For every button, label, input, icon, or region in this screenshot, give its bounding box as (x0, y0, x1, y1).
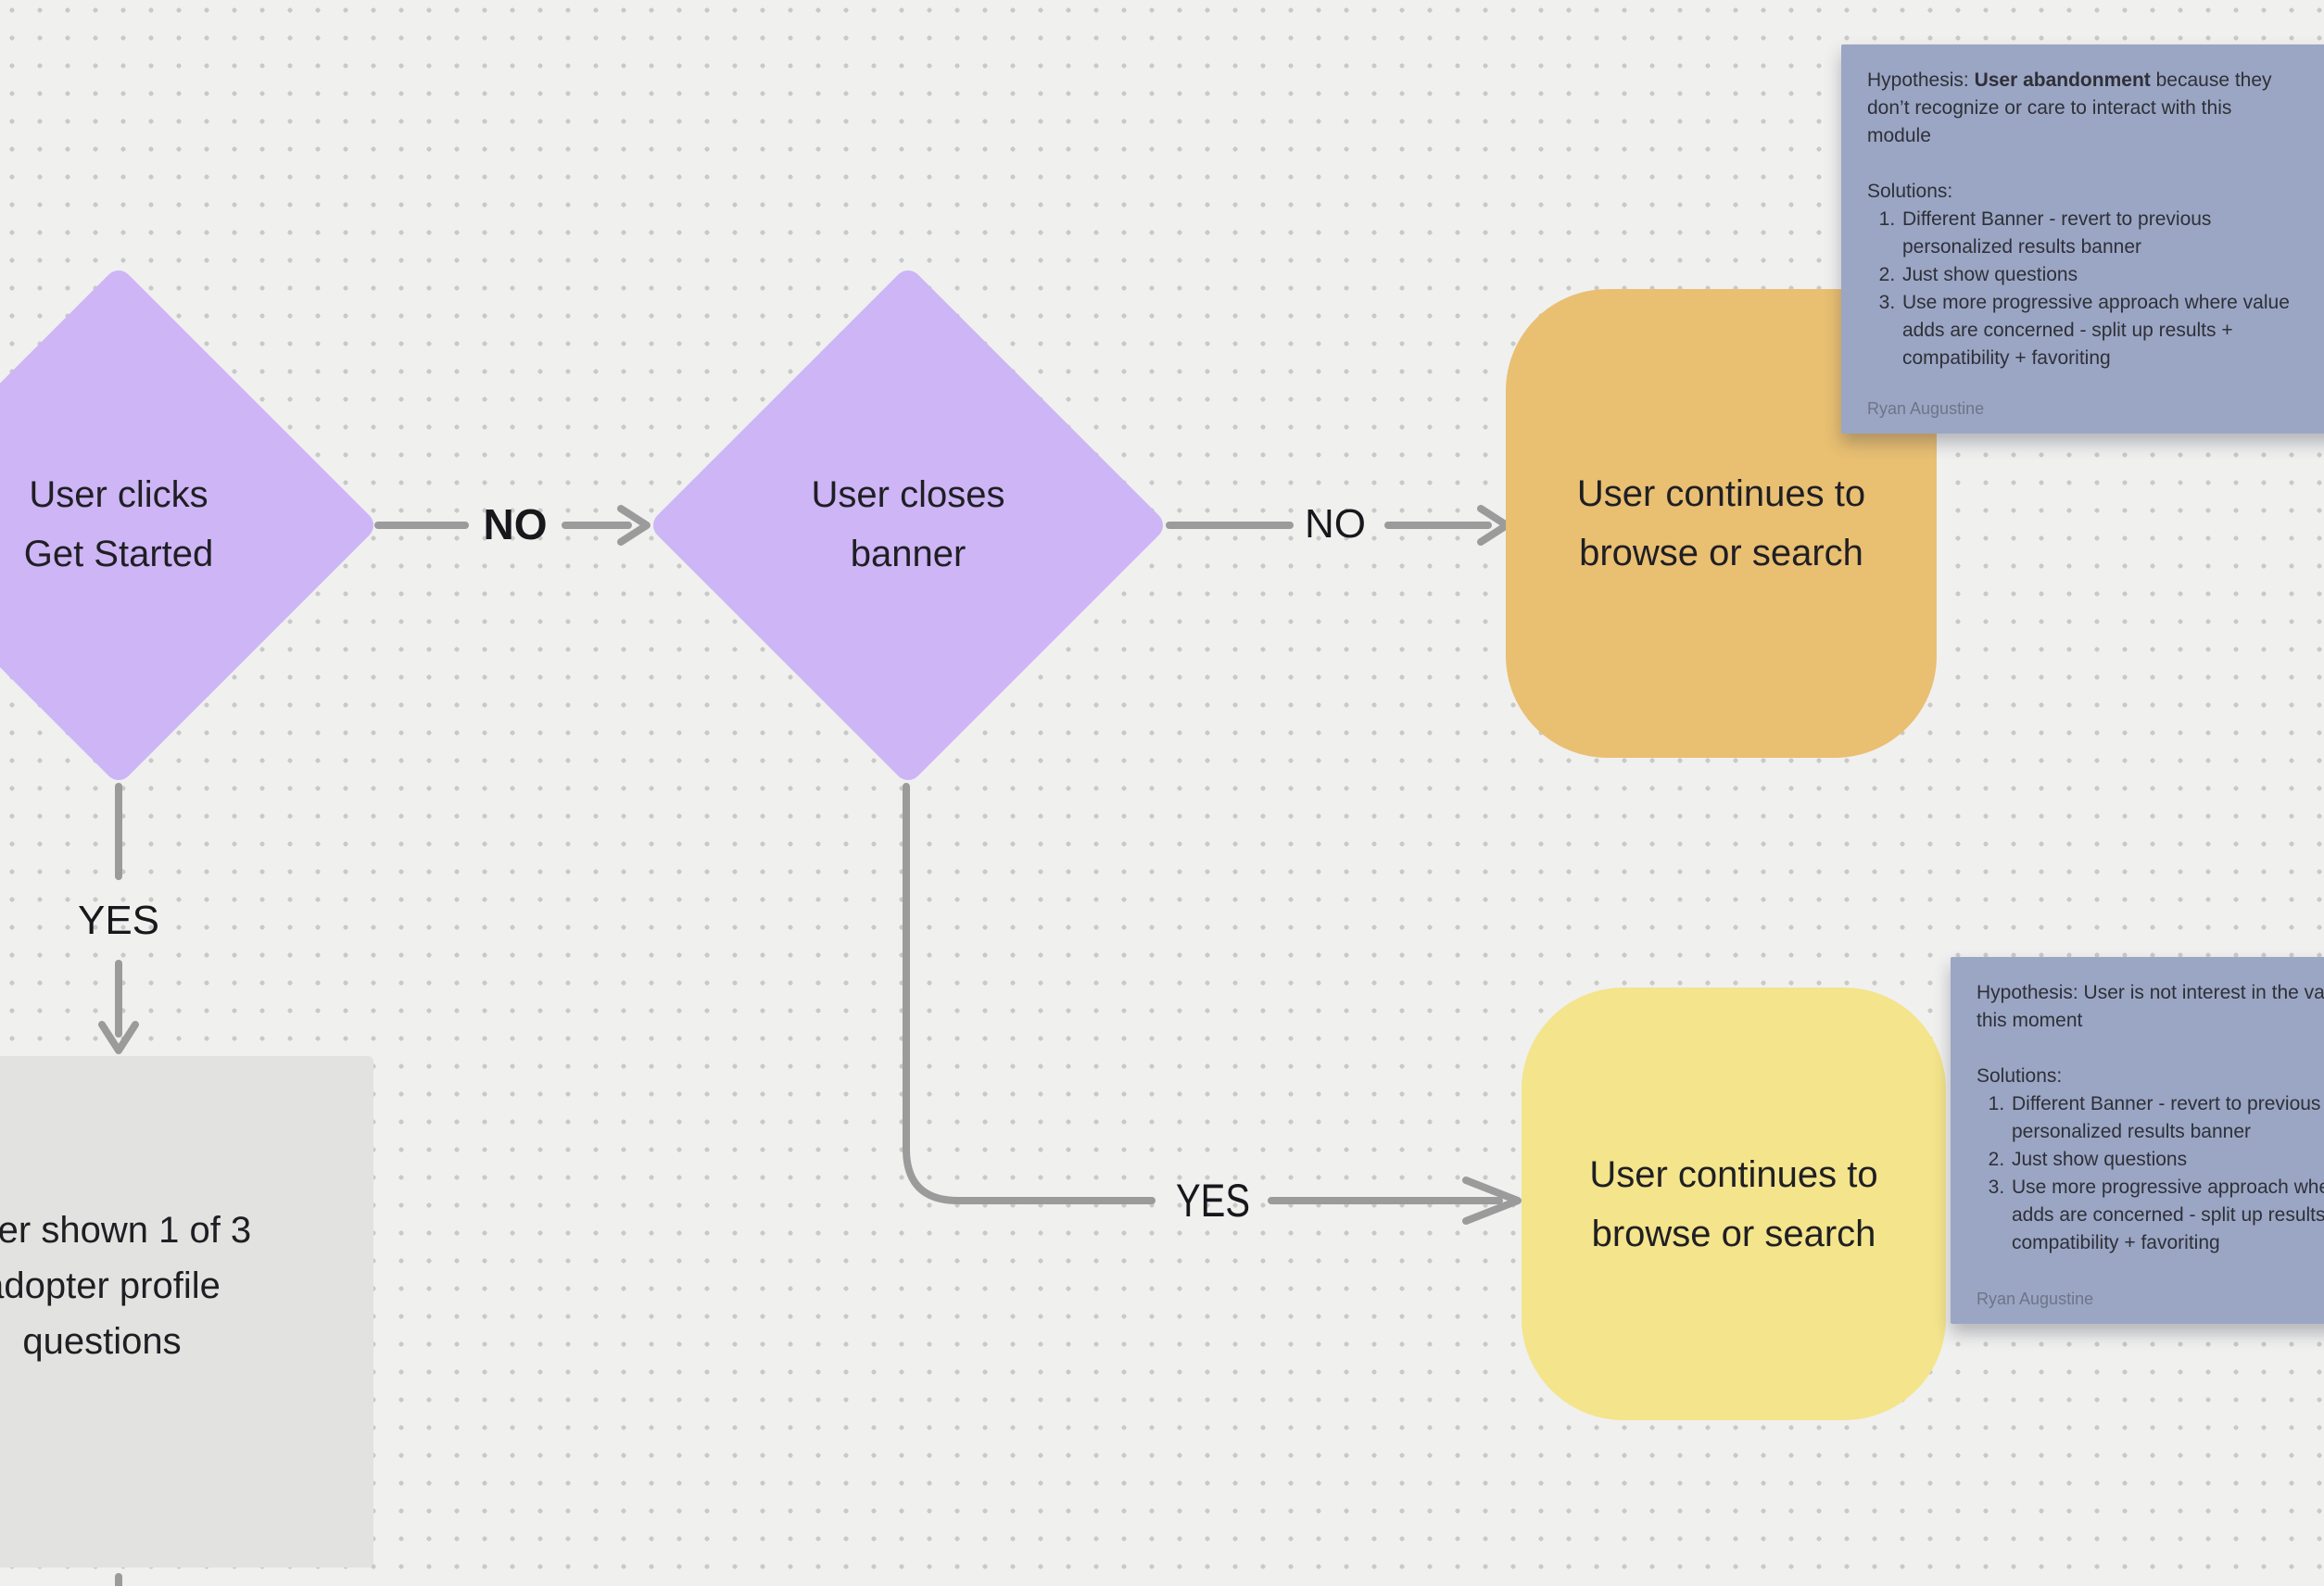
sticky-note-2-author: Ryan Augustine (1977, 1290, 2094, 1308)
edge-label-yes-2[interactable]: YES (1175, 1175, 1251, 1227)
sticky-note-2-body: Hypothesis: User is not interest in the … (1951, 957, 2324, 1257)
sticky-note-1-solutions-title: Solutions: (1867, 181, 1953, 202)
edge-label-yes-1[interactable]: YES (77, 898, 160, 943)
decision-diamond-user-closes-banner[interactable] (653, 271, 1163, 780)
sticky-note-1-hypothesis-bold: User abandonment (1974, 69, 2151, 91)
process-node-profile-questions[interactable]: User shown 1 of 3 adopter profile questi… (0, 1056, 373, 1567)
decision-diamond-user-clicks-get-started[interactable] (0, 271, 373, 780)
decision-label-user-clicks-get-started: User clicks Get Started (23, 474, 214, 574)
decision-label-user-closes-banner: User closes banner (811, 474, 1005, 574)
solution-item: Use more progressive approach where valu… (2010, 1174, 2324, 1257)
solution-item: Use more progressive approach where valu… (1901, 289, 2324, 372)
edge-getstarted-yes-to-questions[interactable] (98, 783, 139, 1054)
solution-item: Just show questions (2010, 1146, 2324, 1174)
sticky-note-2-solutions-title: Solutions: (1977, 1065, 2063, 1087)
sticky-note-1-author: Ryan Augustine (1867, 399, 1985, 418)
sticky-note-1-hypothesis-prefix: Hypothesis: (1867, 69, 1975, 91)
solution-item: Different Banner - revert to previous pe… (2010, 1090, 2324, 1146)
solution-item: Just show questions (1901, 261, 2324, 289)
edge-closes-banner-yes-to-browse[interactable] (903, 783, 1522, 1225)
sticky-note-1-hypothesis: Hypothesis: User abandonment because the… (1867, 67, 2324, 150)
outcome-node-browse-or-search-bottom[interactable]: User continues to browse or search (1522, 988, 1946, 1420)
outcome-label-browse-or-search-bottom: User continues to browse or search (1589, 1153, 1878, 1254)
sticky-note-2-hypothesis: Hypothesis: User is not interest in the … (1977, 979, 2324, 1035)
solution-item: Different Banner - revert to previous pe… (1901, 206, 2324, 261)
sticky-note-2-solutions-list: Different Banner - revert to previous pe… (1977, 1090, 2324, 1257)
process-label-profile-questions: User shown 1 of 3 adopter profile questi… (0, 1210, 252, 1362)
sticky-note-1-hypothesis-suffix: because they don’t recognize or care to … (1867, 69, 2272, 146)
edge-label-no-2[interactable]: NO (1305, 501, 1366, 547)
sticky-note-2-hypothesis-text: Hypothesis: User is not interest in the … (1977, 982, 2324, 1031)
edge-label-no-1[interactable]: NO (483, 500, 548, 548)
edge-getstarted-no-to-closes-banner[interactable] (374, 505, 650, 546)
sticky-note-user-abandonment[interactable]: Hypothesis: User abandonment because the… (1841, 44, 2324, 434)
sticky-note-1-solutions-list: Different Banner - revert to previous pe… (1867, 206, 2324, 372)
sticky-note-not-interested[interactable]: Hypothesis: User is not interest in the … (1951, 957, 2324, 1324)
outcome-label-browse-or-search-top: User continues to browse or search (1576, 473, 1866, 573)
sticky-note-1-body: Hypothesis: User abandonment because the… (1841, 44, 2324, 372)
